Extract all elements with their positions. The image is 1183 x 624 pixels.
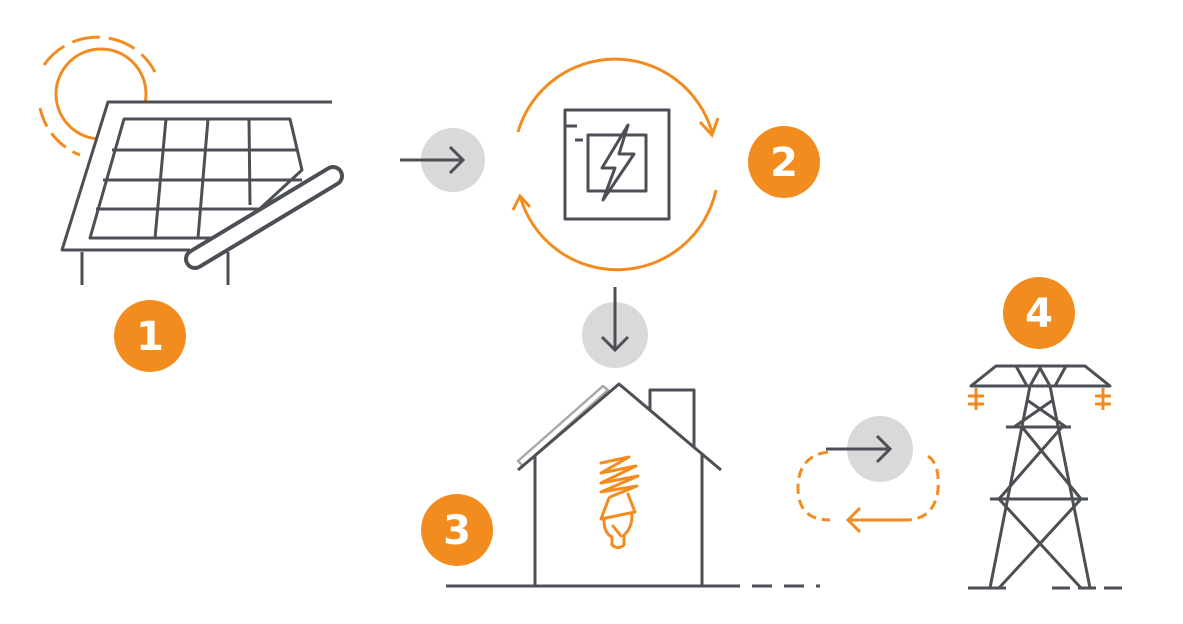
solar-panel-icon	[60, 100, 344, 285]
step-badge-3: 3	[421, 494, 493, 566]
step-badge-2: 2	[748, 126, 820, 198]
arrow-right-3	[826, 416, 913, 482]
house-icon	[446, 382, 820, 588]
step-number-2: 2	[770, 140, 798, 186]
step-number-1: 1	[136, 314, 164, 360]
step-badge-1: 1	[114, 300, 186, 372]
arrow-down-2	[582, 287, 648, 368]
light-bulb-icon	[599, 455, 640, 549]
return-loop-arrow	[796, 450, 940, 534]
step-number-3: 3	[443, 508, 471, 554]
transmission-tower-icon	[968, 364, 1126, 590]
step-number-4: 4	[1025, 291, 1053, 337]
insulator-icon	[968, 388, 1111, 410]
cycle-arrows-icon	[511, 57, 720, 272]
step-badge-4: 4	[1003, 277, 1075, 349]
inverter-icon	[563, 108, 671, 221]
arrow-right-1	[400, 128, 485, 192]
